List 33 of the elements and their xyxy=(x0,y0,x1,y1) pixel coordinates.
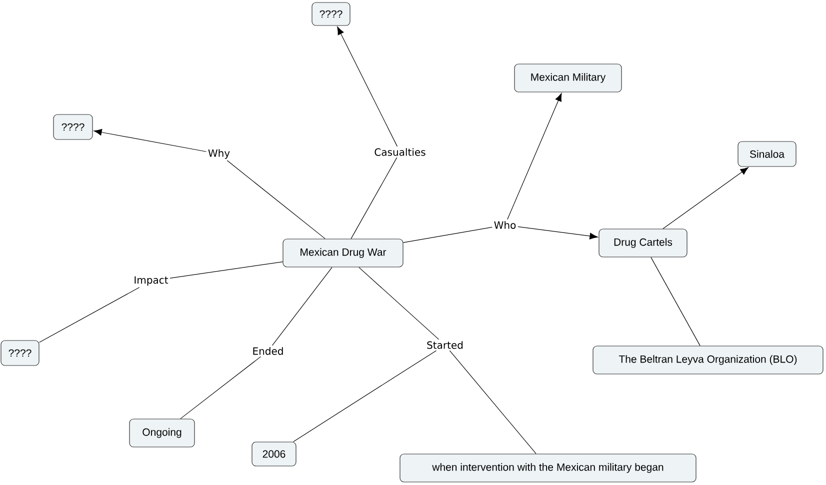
connector xyxy=(337,26,398,147)
connector xyxy=(650,257,700,346)
connector xyxy=(518,226,598,240)
connector xyxy=(180,356,262,419)
concept-box: Drug Cartels xyxy=(598,228,688,258)
concept-box: ???? xyxy=(0,340,40,366)
concept-box: ???? xyxy=(53,114,93,140)
concept-box: Mexican Military xyxy=(514,64,622,92)
connector xyxy=(39,287,140,343)
connector xyxy=(358,267,440,340)
connector xyxy=(293,350,437,442)
connector xyxy=(170,261,283,279)
concept-box: Ongoing xyxy=(129,418,195,448)
linking-phrase: Who xyxy=(492,220,518,230)
connector xyxy=(226,160,326,239)
linking-phrase: Why xyxy=(206,148,232,160)
concept-box: 2006 xyxy=(252,442,296,466)
linking-phrase: Ended xyxy=(250,346,286,356)
linking-phrase: Impact xyxy=(132,274,170,288)
connector xyxy=(350,157,398,239)
linking-phrase: Casualties xyxy=(372,146,428,158)
concept-box: ???? xyxy=(312,2,350,26)
connector xyxy=(449,350,536,454)
concept-box: Sinaloa xyxy=(738,141,796,167)
connector xyxy=(272,267,332,346)
connector xyxy=(403,226,492,243)
connector xyxy=(94,129,207,152)
concept-box: when intervention with the Mexican military began xyxy=(400,454,696,482)
connector xyxy=(507,93,562,220)
concept-box: Mexican Drug War xyxy=(282,238,404,268)
concept-box: The Beltran Leyva Organization (BLO) xyxy=(592,346,824,374)
linking-phrase: Started xyxy=(425,340,465,350)
connector xyxy=(662,167,749,229)
